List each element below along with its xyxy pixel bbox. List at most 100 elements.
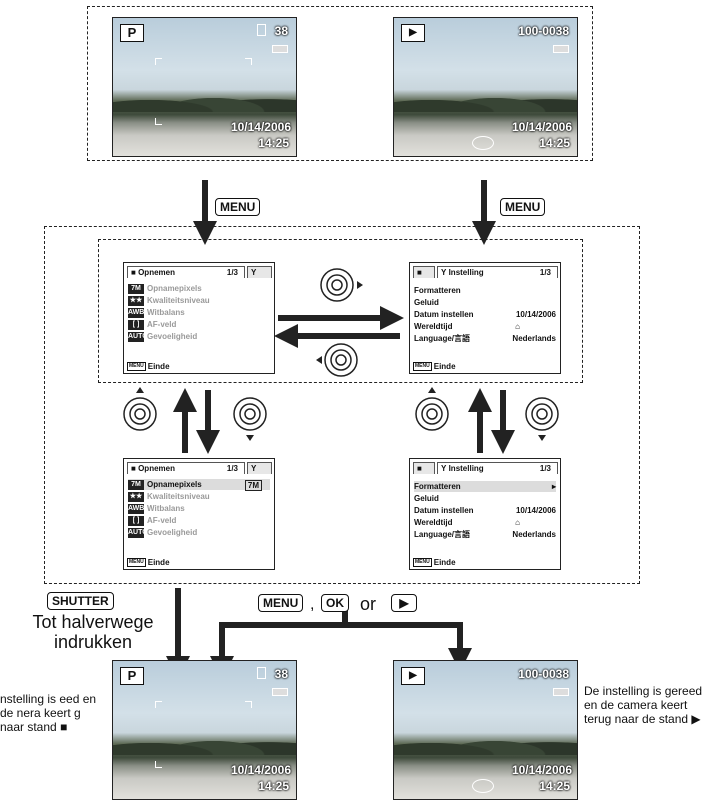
half-press-text: Tot halverwege indrukken bbox=[32, 612, 154, 652]
shutter-button[interactable]: SHUTTER bbox=[47, 592, 114, 610]
menu-item-af-veld[interactable]: [ ]AF-veld bbox=[128, 319, 270, 330]
battery-icon bbox=[272, 45, 288, 53]
wb-icon: AWB bbox=[128, 503, 145, 514]
time-display: 14:25 bbox=[539, 136, 570, 150]
top-dashed-frame bbox=[87, 6, 593, 161]
time-display: 14:25 bbox=[258, 136, 289, 150]
menu-item-gevoeligheid[interactable]: AUTOGevoeligheid bbox=[128, 331, 270, 342]
wrench-icon: Υ bbox=[251, 464, 257, 473]
tab-record[interactable]: ■ bbox=[413, 266, 435, 278]
footer-label: Einde bbox=[433, 361, 456, 371]
menu-pair-dashed-frame bbox=[98, 239, 583, 383]
menu-item-label: Opnamepixels bbox=[147, 480, 202, 489]
camera-icon: ■ bbox=[417, 464, 422, 473]
playback-button[interactable]: ▶ bbox=[391, 594, 417, 612]
menu-item-label: Formatteren bbox=[414, 482, 461, 491]
menu-button-bottom[interactable]: MENU bbox=[258, 594, 304, 612]
footer-label: Einde bbox=[433, 557, 456, 567]
af-frame-corner bbox=[155, 118, 162, 125]
menu-item-label: Wereldtijd bbox=[414, 322, 453, 331]
menu-item-kwaliteit[interactable]: ★★Kwaliteitsniveau bbox=[128, 295, 270, 306]
menu-item-wereldtijd[interactable]: Wereldtijd⌂ bbox=[414, 321, 556, 332]
time-display: 14:25 bbox=[258, 779, 289, 793]
page-indicator: 1/3 bbox=[539, 464, 551, 473]
tab-setup[interactable]: Υ Instelling 1/3 bbox=[437, 462, 558, 474]
menu-item-formatteren[interactable]: Formatteren▸ bbox=[414, 481, 556, 492]
playback-mode-icon: ▶ bbox=[401, 667, 425, 685]
camera-icon: ■ bbox=[131, 464, 136, 473]
playback-screen-bottom: ▶ 100-0038 10/14/2006 14:25 bbox=[393, 660, 578, 800]
or-text: or bbox=[360, 594, 377, 614]
menu-badge: MENU bbox=[127, 558, 146, 567]
menu-item-label: Geluid bbox=[414, 494, 439, 503]
menu-item-datum[interactable]: Datum instellen 10/14/2006 bbox=[414, 505, 556, 516]
menu-item-af-veld[interactable]: [ ]AF-veld bbox=[128, 515, 270, 526]
menu-item-label: AF-veld bbox=[147, 320, 177, 329]
tab-setup[interactable]: Υ bbox=[247, 266, 272, 278]
date-display: 10/14/2006 bbox=[230, 120, 291, 134]
capture-screen-top: P 38 10/14/2006 14:25 bbox=[112, 17, 297, 157]
menu-item-label: Witbalans bbox=[147, 308, 185, 317]
tab-record-label: Opnemen bbox=[138, 268, 175, 277]
af-frame-corner bbox=[245, 701, 252, 708]
remaining-shots: 38 bbox=[274, 24, 288, 38]
menu-button-right[interactable]: MENU bbox=[500, 198, 546, 216]
play-icon: ▶ bbox=[691, 712, 701, 726]
menu-item-wereldtijd[interactable]: Wereldtijd⌂ bbox=[414, 517, 556, 528]
date-display: 10/14/2006 bbox=[230, 763, 291, 777]
tab-setup-label: Instelling bbox=[448, 464, 484, 473]
quality-icon: ★★ bbox=[128, 491, 144, 502]
menu-item-label: Kwaliteitsniveau bbox=[147, 296, 210, 305]
iso-icon: AUTO bbox=[128, 331, 148, 342]
setup-menu-screen-top: ■ Υ Instelling 1/3 Formatteren Geluid Da… bbox=[409, 262, 561, 374]
page-indicator: 1/3 bbox=[226, 268, 238, 277]
home-icon: ⌂ bbox=[515, 518, 520, 527]
menu-item-value: 10/14/2006 bbox=[515, 310, 556, 319]
menu-badge: MENU bbox=[413, 558, 432, 567]
menu-item-geluid[interactable]: Geluid bbox=[414, 493, 556, 504]
menu-item-label: Formatteren bbox=[414, 286, 461, 295]
menu-item-formatteren[interactable]: Formatteren bbox=[414, 285, 556, 296]
resolution-icon: 7M bbox=[128, 479, 144, 490]
menu-item-label: Language/言語 bbox=[414, 530, 471, 539]
tab-record[interactable]: ■ Opnemen 1/3 bbox=[127, 266, 245, 278]
menu-item-label: Opnamepixels bbox=[147, 284, 202, 293]
menu-item-value: 10/14/2006 bbox=[515, 506, 556, 515]
menu-item-label: Datum instellen bbox=[414, 506, 474, 515]
menu-item-gevoeligheid[interactable]: AUTOGevoeligheid bbox=[128, 527, 270, 538]
page-indicator: 1/3 bbox=[539, 268, 551, 277]
af-frame-corner bbox=[155, 58, 162, 65]
date-display: 10/14/2006 bbox=[511, 763, 572, 777]
camera-icon: ■ bbox=[417, 268, 422, 277]
tab-record[interactable]: ■ Opnemen 1/3 bbox=[127, 462, 245, 474]
tab-setup[interactable]: Υ Instelling 1/3 bbox=[437, 266, 558, 278]
ok-button[interactable]: OK bbox=[321, 594, 349, 612]
tab-setup[interactable]: Υ bbox=[247, 462, 272, 474]
wrench-icon: Υ bbox=[441, 464, 447, 473]
af-frame-corner bbox=[155, 761, 162, 768]
menu-button-left[interactable]: MENU bbox=[215, 198, 261, 216]
menu-item-geluid[interactable]: Geluid bbox=[414, 297, 556, 308]
menu-item-label: Geluid bbox=[414, 298, 439, 307]
setup-menu-screen-bottom: ■ Υ Instelling 1/3 Formatteren▸ Geluid D… bbox=[409, 458, 561, 570]
menu-badge: MENU bbox=[413, 362, 432, 371]
resolution-icon: 7M bbox=[128, 283, 144, 294]
page-indicator: 1/3 bbox=[226, 464, 238, 473]
menu-item-kwaliteit[interactable]: ★★Kwaliteitsniveau bbox=[128, 491, 270, 502]
tab-record[interactable]: ■ bbox=[413, 462, 435, 474]
battery-icon bbox=[553, 688, 569, 696]
middle-dashed-frame bbox=[44, 226, 640, 584]
